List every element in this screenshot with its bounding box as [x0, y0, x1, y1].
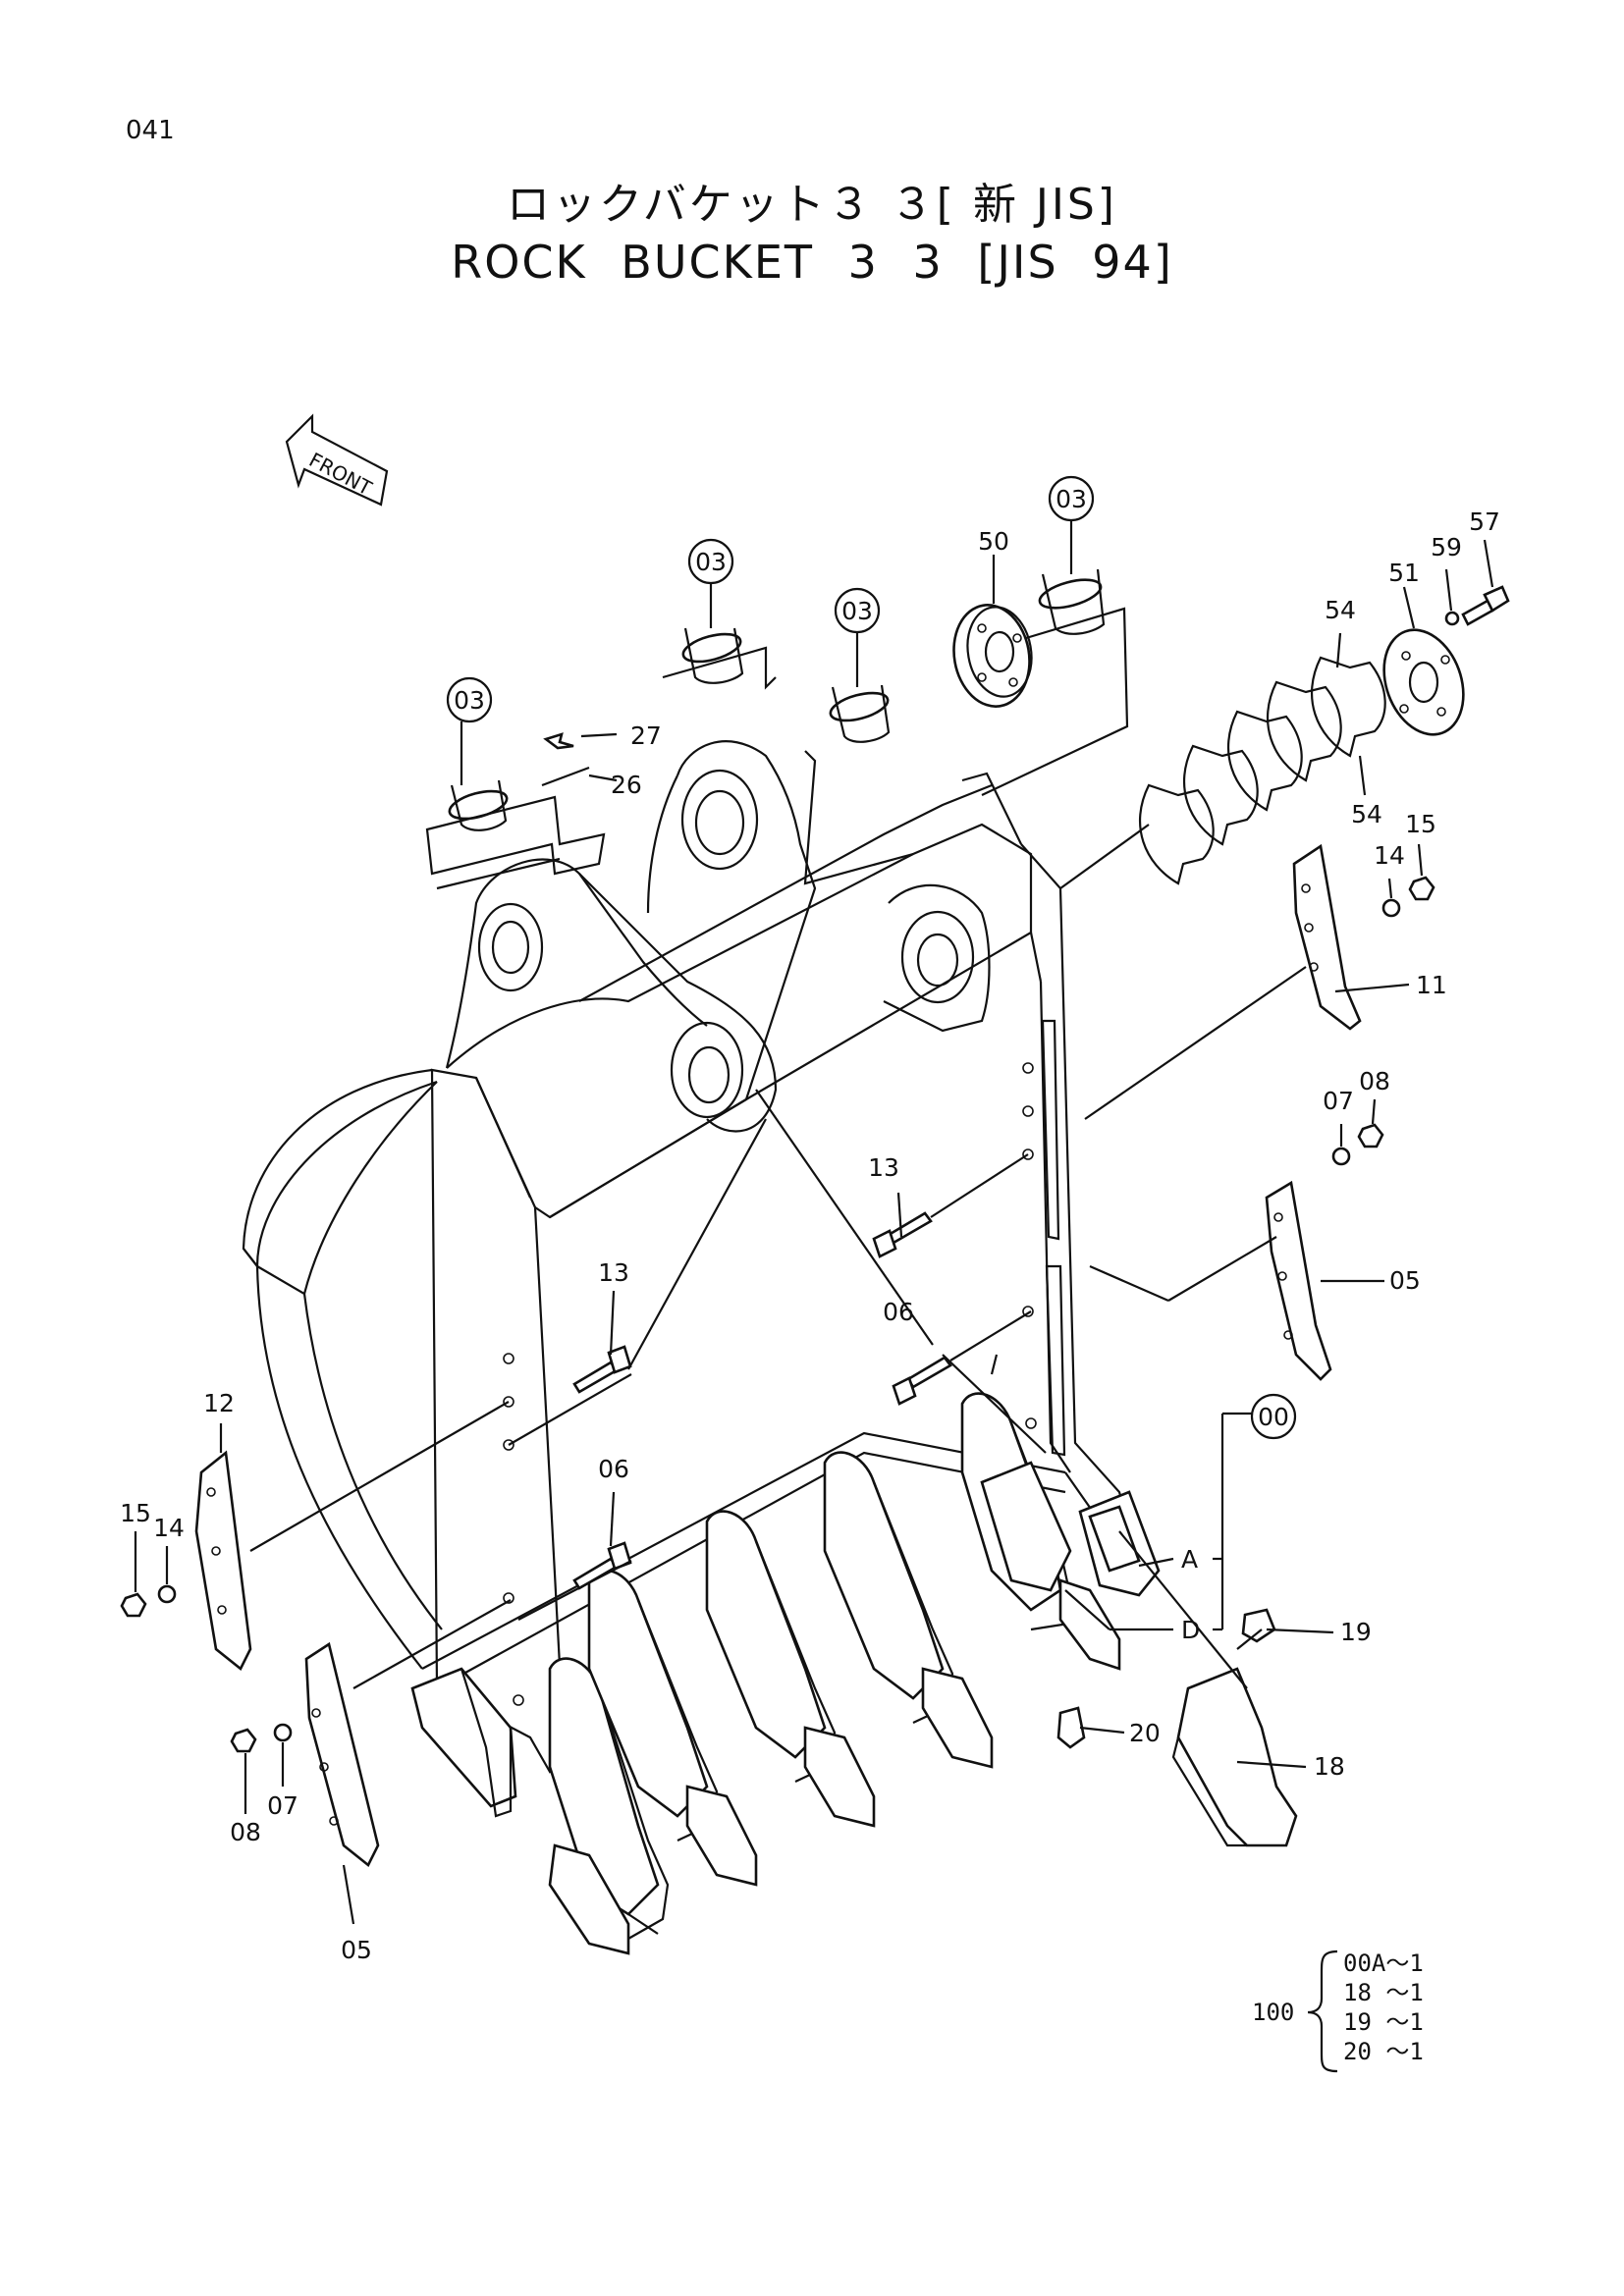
label-11: 11	[1416, 971, 1447, 999]
washer-07-right	[1331, 1147, 1351, 1166]
plate-51	[1382, 628, 1465, 736]
label-26: 26	[611, 771, 642, 799]
label-15-left: 15	[120, 1499, 151, 1527]
page-number: 041	[126, 116, 175, 145]
label-13-right: 13	[868, 1153, 899, 1182]
nut-15-left	[120, 1592, 147, 1618]
svg-text:00: 00	[1258, 1403, 1289, 1431]
callout-03-d: 03	[1048, 475, 1095, 522]
kit-line-4: 20 ～1	[1343, 2038, 1424, 2065]
label-51: 51	[1388, 559, 1420, 587]
label-14-left: 14	[153, 1514, 185, 1542]
callout-03-c: 03	[834, 587, 881, 634]
bolt-13-right	[887, 1211, 933, 1245]
washer-14-left	[157, 1584, 177, 1604]
label-A: A	[1181, 1545, 1198, 1574]
washer-14-right	[1381, 898, 1401, 918]
kit-legend: 100 00A～1 18 ～1 19 ～1 20 ～1	[1252, 1949, 1424, 2073]
bolt-06-right	[906, 1356, 952, 1389]
label-06-right: 06	[883, 1298, 914, 1326]
side-cutter-05-left	[304, 1641, 380, 1868]
kit-line-2: 18 ～1	[1343, 1979, 1424, 2006]
label-05-right: 05	[1389, 1266, 1421, 1295]
label-08-left: 08	[230, 1818, 261, 1846]
label-18: 18	[1314, 1752, 1345, 1781]
bucket-body	[242, 740, 1131, 1774]
part-labels: 50 51 57 59 54 54 27 26 14 15 11 07 08 0…	[120, 507, 1500, 1964]
side-cutter-11	[1292, 843, 1362, 1031]
title-english: ROCK BUCKET 3 3 [JIS 94]	[451, 236, 1173, 289]
kit-line-3: 19 ～1	[1343, 2008, 1424, 2036]
bushing-03-mid-left	[681, 627, 744, 684]
callout-00: 00	[1250, 1393, 1297, 1440]
washer-59	[1444, 611, 1460, 626]
label-19: 19	[1340, 1618, 1372, 1646]
nut-15-right	[1408, 876, 1435, 901]
bushing-03-mid-right	[829, 684, 891, 743]
bucket-teeth	[410, 1392, 1161, 1955]
label-12: 12	[203, 1389, 235, 1417]
flange-50	[952, 604, 1033, 708]
side-cutter-12	[194, 1450, 252, 1672]
clip-26	[541, 766, 590, 787]
kit-number: 100	[1252, 1999, 1294, 2026]
label-05-left: 05	[341, 1936, 372, 1964]
washer-07-left	[273, 1723, 293, 1742]
svg-text:03: 03	[841, 597, 873, 625]
callout-03-b: 03	[687, 538, 734, 585]
front-arrow-icon: FRONT	[285, 413, 389, 507]
label-59: 59	[1431, 533, 1462, 561]
screw-27	[543, 732, 574, 750]
label-14-right: 14	[1374, 841, 1405, 870]
label-13-left: 13	[598, 1258, 629, 1287]
kit-line-1: 00A～1	[1343, 1949, 1424, 1977]
label-54-top: 54	[1325, 596, 1356, 624]
svg-text:03: 03	[1056, 485, 1087, 513]
side-cutter-05-right	[1265, 1180, 1332, 1381]
lock-20	[1056, 1706, 1086, 1749]
pin-19	[1241, 1608, 1276, 1643]
label-07-left: 07	[267, 1791, 298, 1820]
label-08-right: 08	[1359, 1067, 1390, 1095]
tooth-kit-18	[1171, 1667, 1298, 1847]
label-57: 57	[1469, 507, 1500, 536]
front-label: FRONT	[305, 448, 376, 501]
svg-text:03: 03	[695, 548, 727, 576]
label-20: 20	[1129, 1719, 1161, 1747]
label-50: 50	[978, 527, 1009, 556]
nut-08-left	[230, 1728, 257, 1753]
nut-08-right	[1357, 1123, 1384, 1148]
label-54-bottom: 54	[1351, 800, 1382, 828]
label-06-left: 06	[598, 1455, 629, 1483]
label-07-right: 07	[1323, 1087, 1354, 1115]
title-japanese: ロックバケット３ ３[ 新 JIS]	[507, 180, 1117, 230]
leader-lines	[134, 520, 1494, 1925]
callout-03-a: 03	[446, 676, 493, 723]
label-27: 27	[630, 721, 662, 750]
svg-text:03: 03	[454, 686, 485, 715]
shims-54	[1139, 656, 1386, 885]
label-D: D	[1181, 1616, 1200, 1644]
label-15-right: 15	[1405, 810, 1436, 838]
